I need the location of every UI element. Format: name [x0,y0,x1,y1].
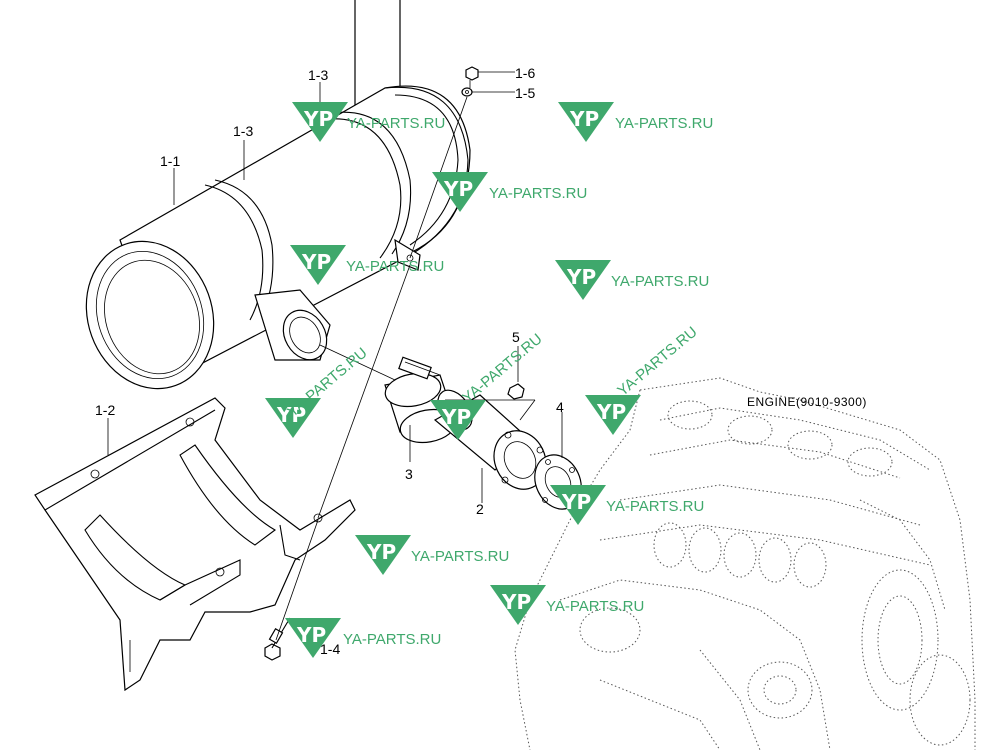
svg-text:YA-PARTS.RU: YA-PARTS.RU [614,323,700,399]
svg-text:YP: YP [366,540,396,564]
bolt-1-4 [264,617,291,661]
watermark: YP YA-PARTS.RU [290,245,444,285]
svg-text:YA-PARTS.RU: YA-PARTS.RU [611,273,709,290]
svg-text:YP: YP [296,623,326,647]
svg-text:YP: YP [441,405,471,429]
engine-block [514,377,976,750]
watermark-logo-icon [292,102,348,142]
watermark: YP YA-PARTS.RU [490,585,644,625]
watermark-logo-icon [558,102,614,142]
watermark-logo-icon [555,260,611,300]
callout-2: 2 [476,501,484,517]
callout-4: 4 [556,399,564,415]
callout-1-4: 1-4 [320,641,340,657]
svg-text:YP: YP [596,400,626,424]
svg-text:YA-PARTS.RU: YA-PARTS.RU [489,185,587,202]
washer-1-5 [461,87,473,97]
svg-text:YP: YP [561,490,591,514]
svg-text:YP: YP [566,265,596,289]
watermark: YP YA-PARTS.RU [432,172,587,212]
callout-1-5: 1-5 [515,85,535,101]
svg-text:YP: YP [569,107,599,131]
svg-text:YP: YP [501,590,531,614]
callout-1-3b: 1-3 [233,123,253,139]
watermark-logo-icon [550,485,606,525]
watermark: YP YA-PARTS.RU [585,323,701,435]
svg-text:YP: YP [303,107,333,131]
svg-text:YA-PARTS.RU: YA-PARTS.RU [411,548,509,565]
callout-5: 5 [512,329,520,345]
callout-1-2: 1-2 [95,402,115,418]
bolt-1-6 [465,66,479,81]
svg-text:YA-PARTS.RU: YA-PARTS.RU [343,631,441,648]
muffler [85,85,471,390]
nut-5 [507,383,525,400]
callout-labels: 1-3 1-3 1-1 1-6 1-5 1-2 5 4 3 2 1-4 ENGI… [95,65,867,657]
svg-text:YP: YP [443,177,473,201]
watermark: YP YA-PARTS.RU [555,260,709,300]
muffler-bracket [34,397,356,692]
svg-text:YA-PARTS.RU: YA-PARTS.RU [546,598,644,615]
callout-1-3a: 1-3 [308,67,328,83]
watermark-logo-icon [265,398,321,438]
svg-text:YA-PARTS.RU: YA-PARTS.RU [459,330,545,406]
callout-1-6: 1-6 [515,65,535,81]
watermark: YP YA-PARTS.RU [355,535,509,575]
callout-1-1: 1-1 [160,153,180,169]
watermark: YP YA-PARTS.RU [285,618,441,658]
callout-3: 3 [405,466,413,482]
svg-text:YP: YP [301,250,331,274]
watermark-logo-icon [585,395,641,435]
engine-label: ENGINE(9010-9300) [747,395,867,409]
svg-text:YA-PARTS.RU: YA-PARTS.RU [606,498,704,515]
watermark-logo-icon [490,585,546,625]
svg-text:YA-PARTS.RU: YA-PARTS.RU [615,115,713,132]
watermark: YP YA-PARTS.RU [550,485,704,525]
svg-text:YA-PARTS.RU: YA-PARTS.RU [346,258,444,275]
watermark-logo-icon [430,400,486,440]
watermark: YP YA-PARTS.RU [292,102,445,142]
watermark-logo-icon [355,535,411,575]
watermark-logo-icon [290,245,346,285]
svg-text:YA-PARTS.RU: YA-PARTS.RU [347,115,445,132]
watermark: YP YA-PARTS.RU [558,102,713,142]
svg-text:YP: YP [276,403,306,427]
watermark-logo-icon [432,172,488,212]
watermark-logo-icon [285,618,341,658]
